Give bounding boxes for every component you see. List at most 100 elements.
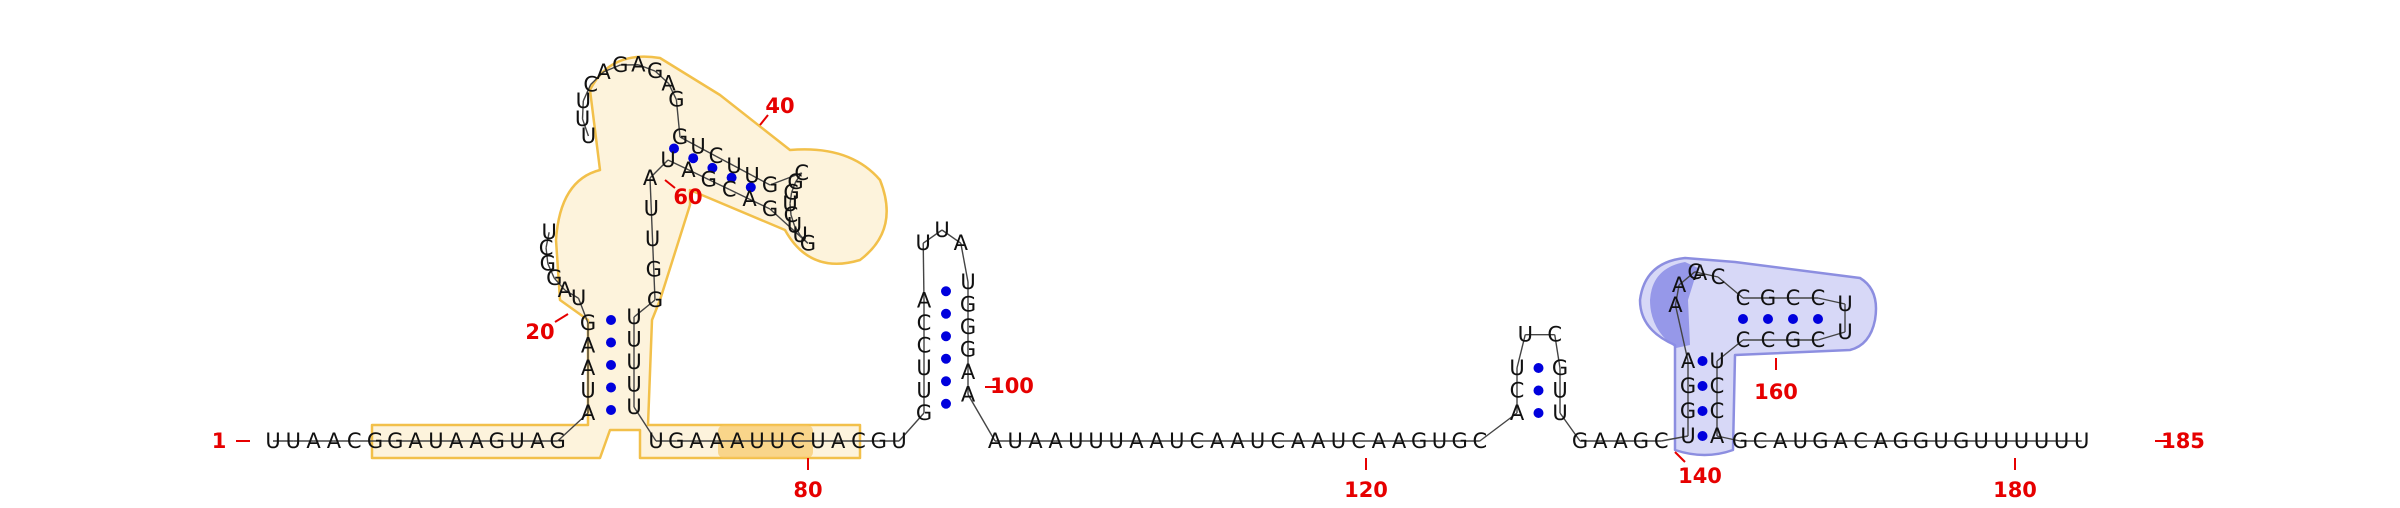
nucleotide: U <box>1552 379 1567 403</box>
nucleotide: G <box>1812 429 1828 453</box>
nucleotide: A <box>961 360 976 384</box>
nucleotide: U <box>2054 429 2069 453</box>
nucleotide: C <box>1853 429 1868 453</box>
nucleotide: C <box>1811 286 1826 310</box>
nucleotide: U <box>541 220 556 244</box>
nucleotide: C <box>1190 429 1205 453</box>
nucleotide: A <box>327 429 342 453</box>
position-number-n40: 40 <box>765 94 794 118</box>
nucleotide: A <box>1372 429 1387 453</box>
base-pair-dot <box>1534 363 1544 373</box>
nucleotide: U <box>2014 429 2029 453</box>
nucleotide: U <box>1974 429 1989 453</box>
nucleotide: C <box>1510 379 1525 403</box>
nucleotide: G <box>1760 286 1776 310</box>
nucleotide: G <box>1785 328 1801 352</box>
nucleotide: U <box>1008 429 1023 453</box>
nucleotide: G <box>1680 399 1696 423</box>
nucleotide: G <box>672 125 688 149</box>
base-pair-dot <box>1738 314 1748 324</box>
nucleotide: U <box>1552 401 1567 425</box>
nucleotide: A <box>1129 429 1144 453</box>
nucleotide: G <box>1680 374 1696 398</box>
nucleotide: U <box>1331 429 1346 453</box>
base-pair-dot <box>941 286 951 296</box>
position-number-n60: 60 <box>673 185 702 209</box>
nucleotide: A <box>831 429 846 453</box>
nucleotide: U <box>1837 292 1852 316</box>
base-pair-dot <box>1788 314 1798 324</box>
base-pair-dot <box>1698 431 1708 441</box>
nucleotide: G <box>916 401 932 425</box>
nucleotide: U <box>749 429 764 453</box>
nucleotide: U <box>286 429 301 453</box>
nucleotide: C <box>1761 328 1776 352</box>
nucleotide: A <box>742 187 757 211</box>
nucleotide: G <box>1552 356 1568 380</box>
position-number-n120: 120 <box>1344 478 1388 502</box>
base-pair-dot <box>941 331 951 341</box>
base-pair-dot <box>1698 406 1708 416</box>
nucleotide: U <box>1169 429 1184 453</box>
nucleotide: U <box>626 328 641 352</box>
nucleotide: G <box>647 288 663 312</box>
base-pair-dot <box>1698 356 1708 366</box>
nucleotide: G <box>1913 429 1929 453</box>
nucleotide: A <box>643 166 658 190</box>
nucleotide: C <box>1753 429 1768 453</box>
nucleotide: G <box>960 293 976 317</box>
nucleotide: A <box>581 334 596 358</box>
nucleotide: G <box>367 429 383 453</box>
nucleotide: A <box>1510 401 1525 425</box>
nucleotide: U <box>726 154 741 178</box>
nucleotide: C <box>1786 286 1801 310</box>
nucleotide: G <box>612 53 628 77</box>
base-pair-dot <box>1813 314 1823 324</box>
nucleotide: C <box>1736 286 1751 310</box>
nucleotide: U <box>891 429 906 453</box>
nucleotide: A <box>730 429 745 453</box>
nucleotide: U <box>2034 429 2049 453</box>
nucleotide: A <box>1230 429 1245 453</box>
nucleotide: U <box>916 379 931 403</box>
nucleotide: A <box>1291 429 1306 453</box>
base-pair-dot <box>941 354 951 364</box>
nucleotide: A <box>1693 261 1708 285</box>
nucleotide: A <box>449 429 464 453</box>
nucleotide: U <box>648 429 663 453</box>
nucleotide: U <box>2074 429 2089 453</box>
nucleotide: A <box>1833 429 1848 453</box>
nucleotide: C <box>917 311 932 335</box>
nucleotide: U <box>1994 429 2009 453</box>
nucleotide: A <box>1311 429 1326 453</box>
base-pair-dot <box>941 376 951 386</box>
nucleotide: U <box>1432 429 1447 453</box>
nucleotide: A <box>1028 429 1043 453</box>
position-number-n80: 80 <box>793 478 822 502</box>
nucleotide: U <box>1509 356 1524 380</box>
nucleotide: A <box>954 231 969 255</box>
nucleotide: U <box>1837 320 1852 344</box>
base-pair-dot <box>1534 408 1544 418</box>
position-number-end: 185 <box>2161 429 2205 453</box>
position-number-n140: 140 <box>1678 464 1722 488</box>
nucleotide: G <box>550 429 566 453</box>
nucleotide: A <box>1210 429 1225 453</box>
nucleotide: C <box>1270 429 1285 453</box>
nucleotide: C <box>917 334 932 358</box>
nucleotide: C <box>851 429 866 453</box>
nucleotide: C <box>1654 429 1669 453</box>
nucleotide: C <box>1811 328 1826 352</box>
nucleotide: C <box>722 177 737 201</box>
nucleotide: G <box>1572 429 1588 453</box>
nucleotide: A <box>917 289 932 313</box>
nucleotide: U <box>960 270 975 294</box>
position-number-n20: 20 <box>525 320 554 344</box>
nucleotide: G <box>668 429 684 453</box>
base-pair-dot <box>1698 381 1708 391</box>
nucleotide: U <box>626 395 641 419</box>
nucleotide: U <box>1250 429 1265 453</box>
